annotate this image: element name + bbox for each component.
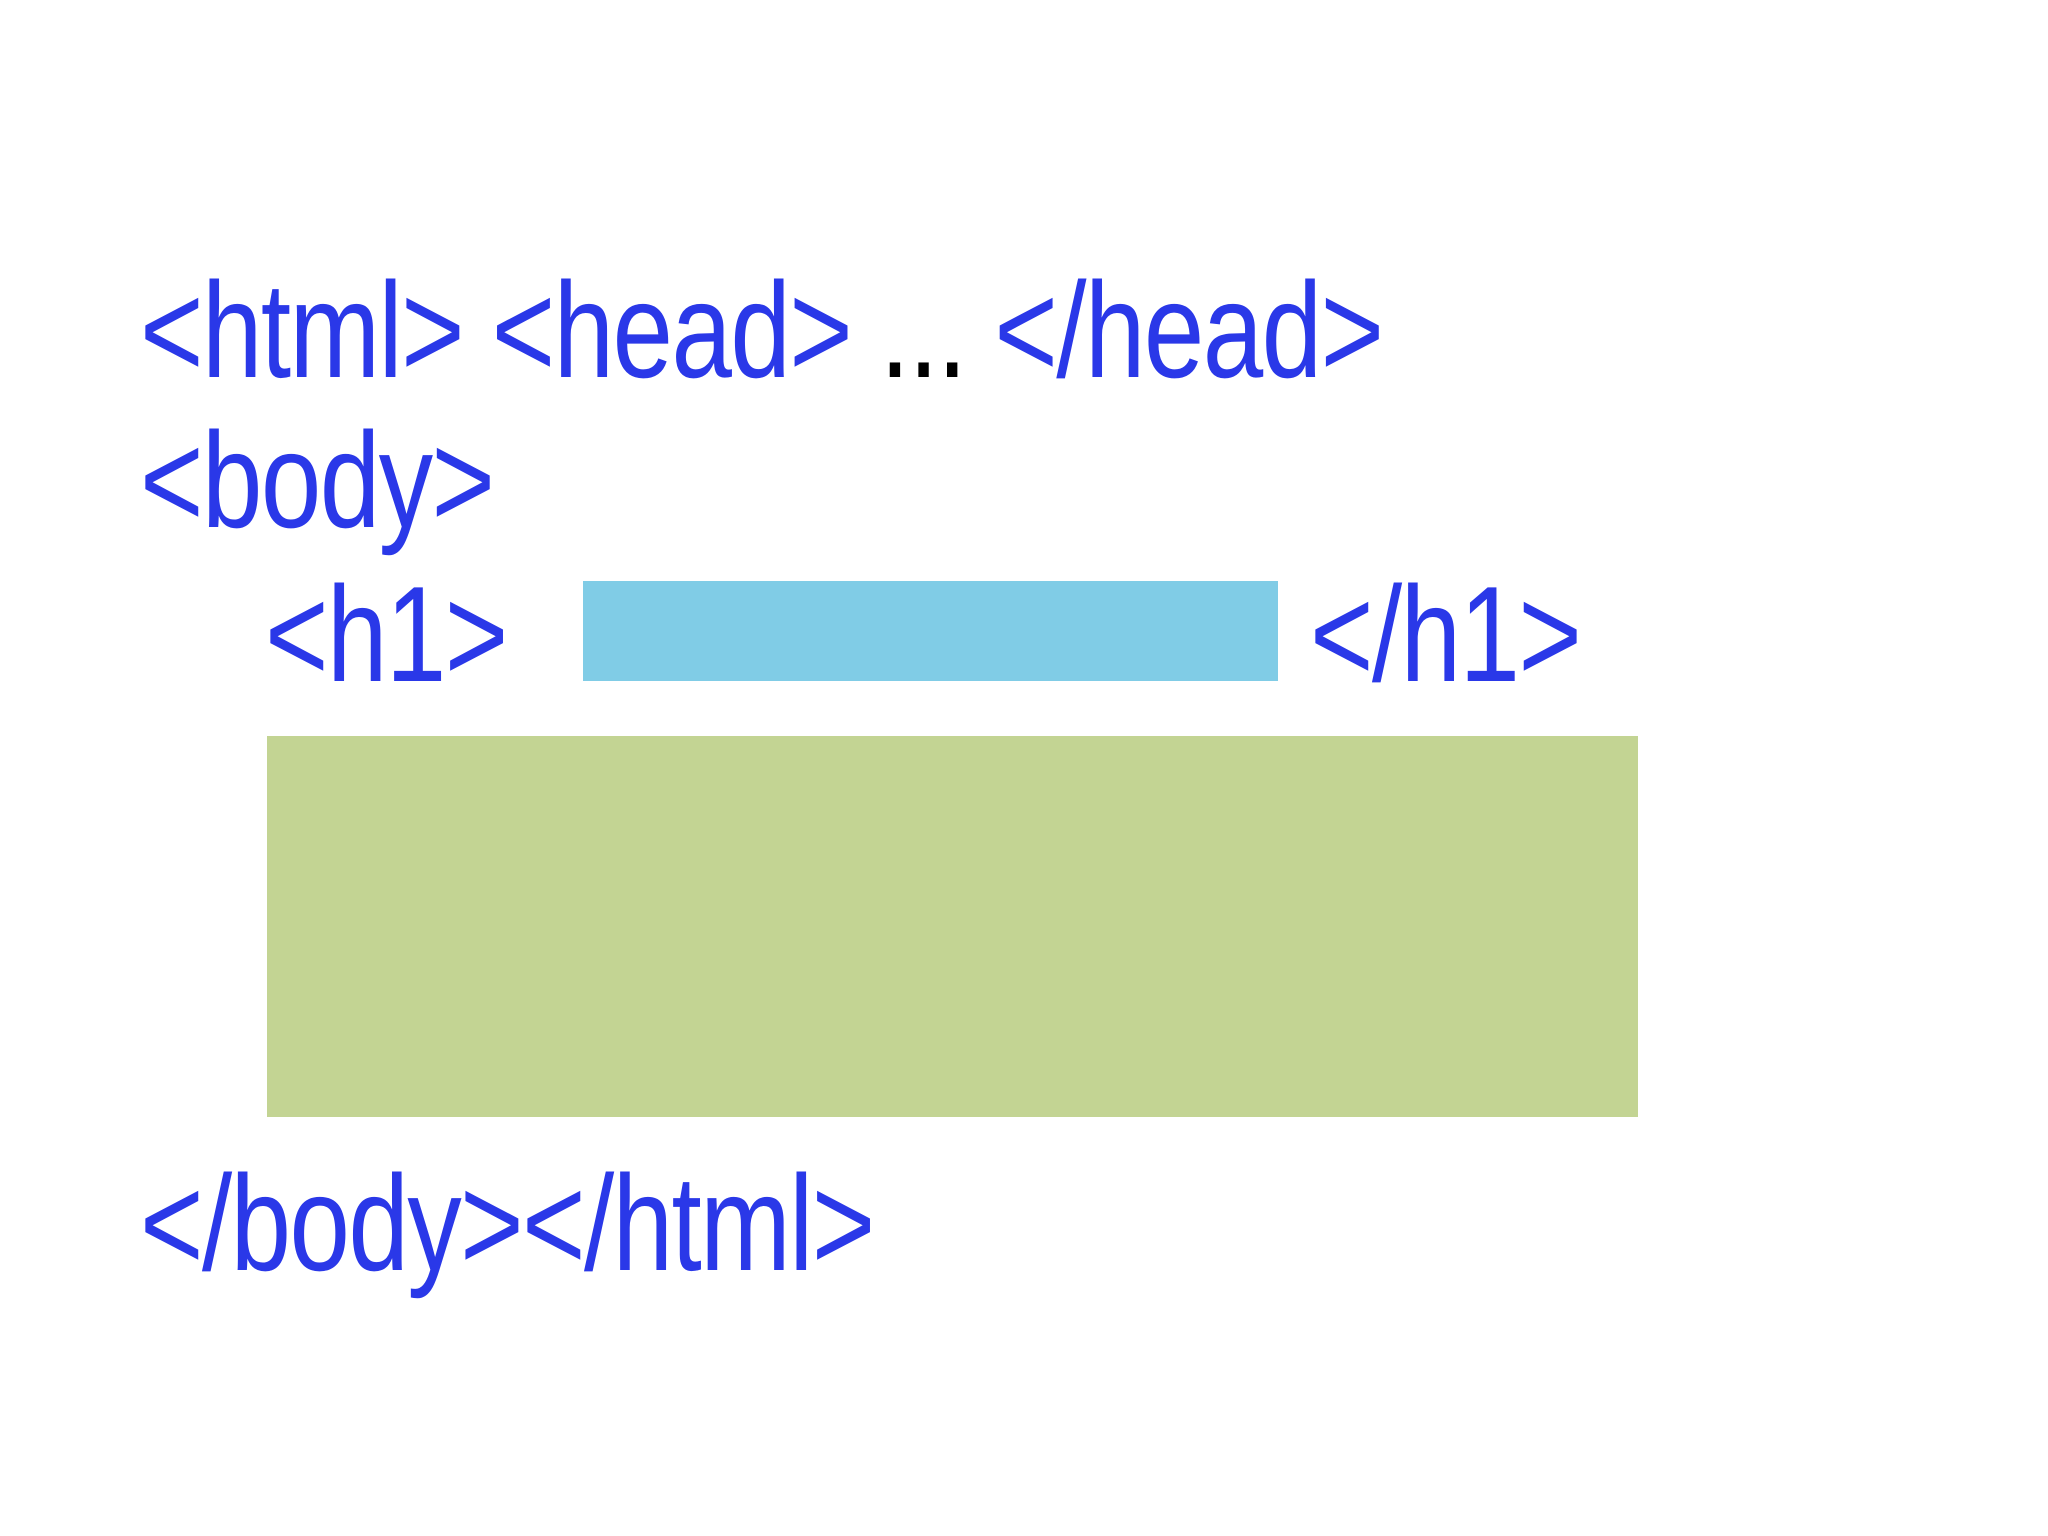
html-close-tag: </html> — [522, 1147, 875, 1299]
h1-open-line: <h1> — [265, 566, 508, 702]
html-head-line: <html> <head> ... </head> — [140, 262, 1384, 398]
body-open-line: <body> — [140, 412, 495, 548]
head-open-tag: <head> — [491, 254, 853, 406]
h1-close-tag: </h1> — [1310, 558, 1582, 710]
body-open-tag: <body> — [140, 404, 495, 556]
body-content-block — [267, 736, 1638, 1117]
head-close-tag: </head> — [994, 254, 1384, 406]
heading-content-block — [583, 581, 1278, 681]
head-ellipsis: ... — [879, 254, 967, 406]
body-close-tag: </body> — [140, 1147, 524, 1299]
body-close-line: </body></html> — [140, 1155, 875, 1291]
h1-open-tag: <h1> — [265, 558, 508, 710]
html-open-tag: <html> — [140, 254, 465, 406]
h1-close-line: </h1> — [1310, 566, 1582, 702]
